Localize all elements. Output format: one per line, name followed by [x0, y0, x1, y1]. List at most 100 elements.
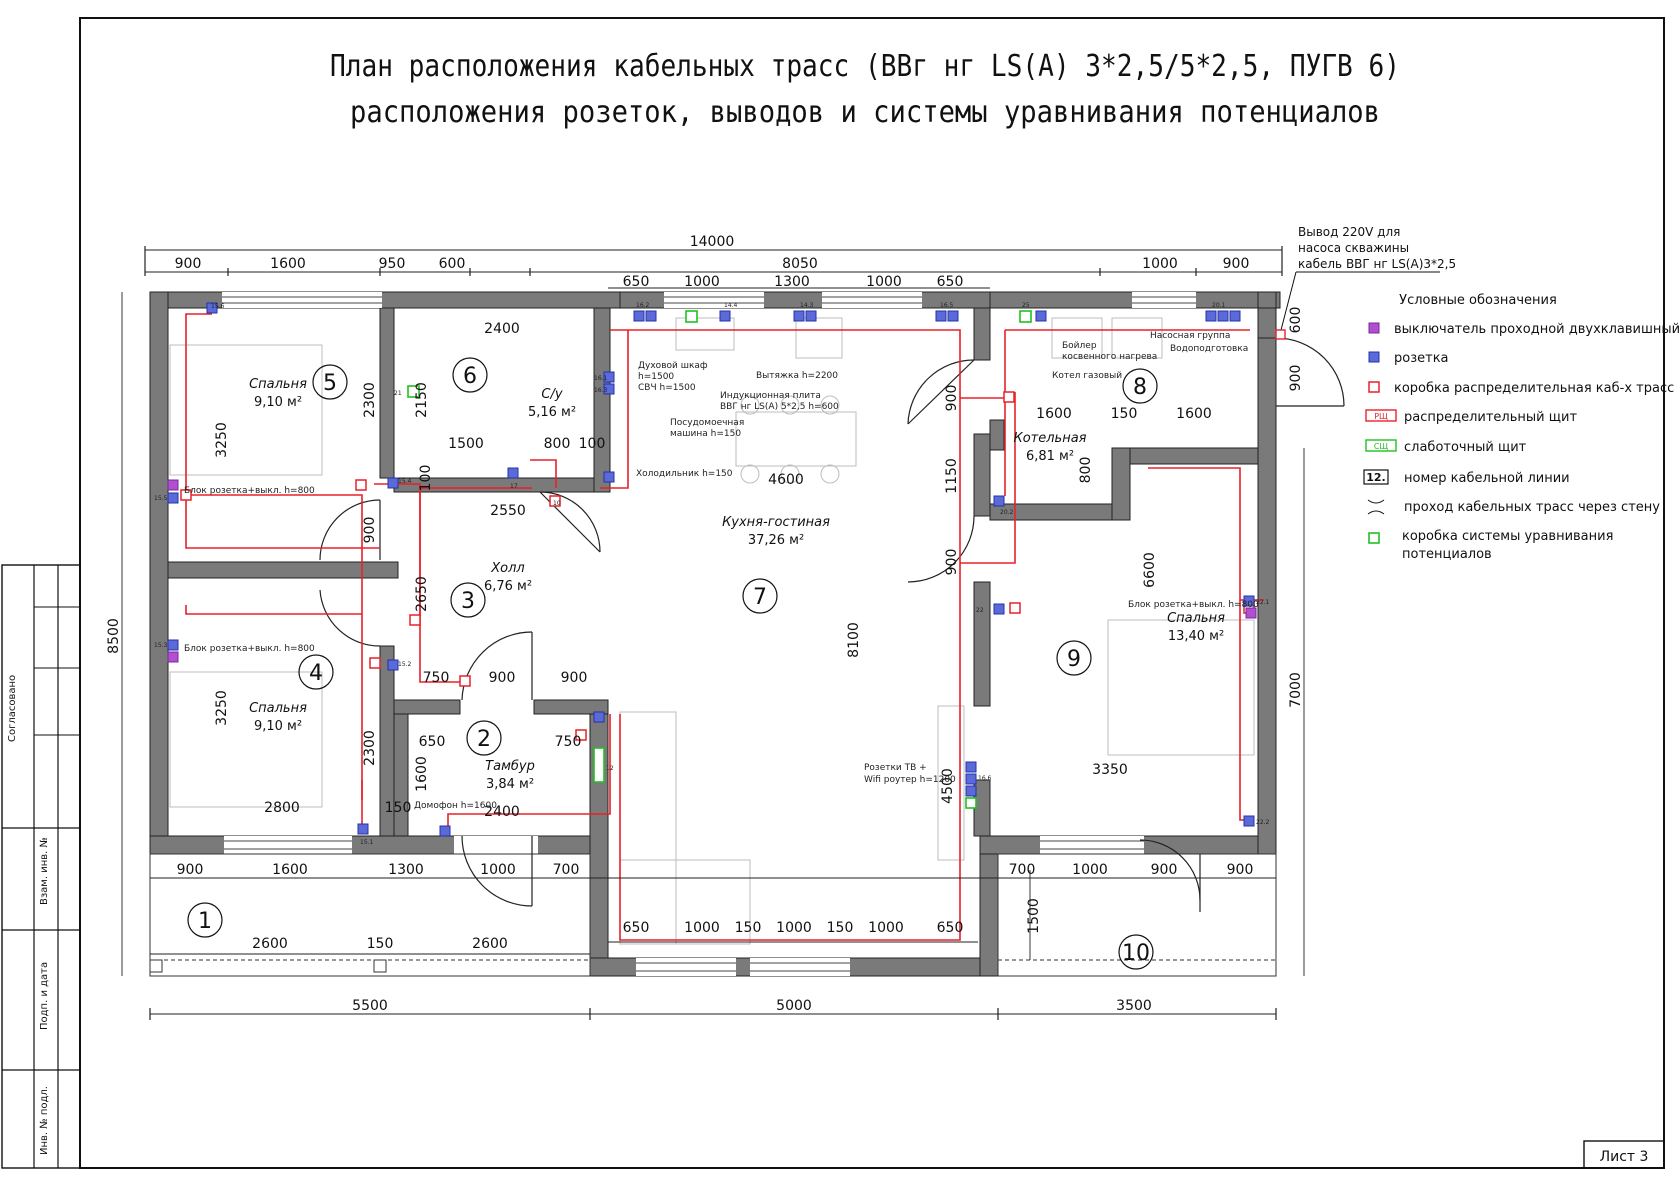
svg-text:Холодильник h=150: Холодильник h=150	[636, 469, 733, 479]
svg-text:8500: 8500	[106, 618, 122, 654]
svg-text:9,10 м²: 9,10 м²	[254, 395, 302, 410]
svg-text:слаботочный щит: слаботочный щит	[1404, 440, 1527, 455]
title-line-2: расположения розеток, выводов и системы …	[350, 95, 1380, 130]
svg-text:2600: 2600	[252, 936, 288, 952]
svg-text:ВВГ нг LS(A) 5*2,5 h=600: ВВГ нг LS(A) 5*2,5 h=600	[720, 402, 839, 412]
pump-note: Вывод 220V для насоса скважины кабель ВВ…	[1275, 225, 1456, 340]
svg-text:900: 900	[1288, 365, 1304, 392]
svg-text:8100: 8100	[846, 622, 862, 658]
svg-text:16.2: 16.2	[636, 302, 650, 309]
svg-text:950: 950	[379, 256, 406, 272]
svg-text:Блок розетка+выкл. h=800: Блок розетка+выкл. h=800	[1128, 600, 1259, 610]
svg-text:проход кабельных трасс через с: проход кабельных трасс через стену	[1404, 500, 1660, 515]
svg-text:650: 650	[419, 734, 446, 750]
svg-text:9,10 м²: 9,10 м²	[254, 719, 302, 734]
svg-text:С/у: С/у	[541, 387, 562, 402]
svg-text:кабель ВВГ нг LS(A)3*2,5: кабель ВВГ нг LS(A)3*2,5	[1298, 257, 1456, 271]
svg-text:5,16 м²: 5,16 м²	[528, 405, 576, 420]
svg-text:15.2: 15.2	[398, 661, 412, 668]
svg-text:Спальня: Спальня	[249, 701, 307, 716]
svg-text:25: 25	[1022, 302, 1030, 309]
svg-text:1000: 1000	[1072, 862, 1108, 878]
stamp-sign-date: Подп. и дата	[39, 962, 50, 1030]
svg-text:900: 900	[561, 670, 588, 686]
svg-text:3500: 3500	[1116, 998, 1152, 1014]
stamp-agreed: Согласовано	[7, 675, 18, 742]
stamp-inv-orig: Инв. № подл.	[39, 1086, 50, 1155]
title-line-1: План расположения кабельных трасс (ВВг н…	[330, 49, 1400, 84]
svg-text:16.5: 16.5	[940, 302, 954, 309]
svg-text:2650: 2650	[414, 576, 430, 612]
switches	[167, 479, 1257, 663]
svg-text:4600: 4600	[768, 472, 804, 488]
svg-text:37,26 м²: 37,26 м²	[748, 533, 804, 548]
equipotential-box-icon	[1368, 532, 1380, 544]
svg-text:номер кабельной линии: номер кабельной линии	[1404, 471, 1570, 486]
svg-text:750: 750	[555, 734, 582, 750]
svg-text:14.4: 14.4	[724, 302, 738, 309]
svg-text:5: 5	[323, 371, 337, 396]
svg-text:16.6: 16.6	[978, 775, 992, 782]
svg-text:Блок розетка+выкл. h=800: Блок розетка+выкл. h=800	[184, 486, 315, 496]
svg-text:4500: 4500	[940, 768, 956, 804]
svg-text:розетка: розетка	[1394, 351, 1449, 366]
svg-text:выключатель проходной двухклав: выключатель проходной двухклавишный	[1394, 322, 1680, 337]
svg-text:Индукционная плита: Индукционная плита	[720, 391, 821, 401]
svg-text:насоса скважины: насоса скважины	[1298, 241, 1409, 255]
svg-text:1300: 1300	[774, 274, 810, 290]
svg-text:Вывод 220V для: Вывод 220V для	[1298, 225, 1400, 239]
svg-text:17: 17	[510, 483, 518, 490]
svg-text:100: 100	[418, 465, 434, 492]
svg-text:900: 900	[1151, 862, 1178, 878]
svg-text:15.6: 15.6	[211, 303, 225, 310]
svg-text:1000: 1000	[868, 920, 904, 936]
svg-text:8050: 8050	[782, 256, 818, 272]
svg-text:4: 4	[309, 661, 323, 686]
svg-text:2800: 2800	[264, 800, 300, 816]
svg-text:150: 150	[367, 936, 394, 952]
svg-text:3,84 м²: 3,84 м²	[486, 777, 534, 792]
svg-text:1500: 1500	[448, 436, 484, 452]
svg-text:6,81 м²: 6,81 м²	[1026, 449, 1074, 464]
equipotential-boxes	[407, 310, 1032, 809]
svg-text:2600: 2600	[472, 936, 508, 952]
legend: Условные обозначения выключатель проходн…	[1363, 293, 1680, 562]
svg-text:Холл: Холл	[490, 561, 524, 576]
svg-text:Котел газовый: Котел газовый	[1052, 371, 1122, 381]
equipment-notes: Духовой шкаф h=1500 СВЧ h=1500 Посудомое…	[184, 331, 1259, 811]
svg-text:h=1500: h=1500	[638, 372, 674, 382]
terraces	[149, 853, 1277, 977]
drawing-frame	[79, 17, 1665, 1169]
svg-text:машина h=150: машина h=150	[670, 429, 741, 439]
sheet-number-box: Лист 3	[1583, 1140, 1665, 1169]
dimension-lines	[121, 249, 1305, 1015]
svg-text:Вытяжка h=2200: Вытяжка h=2200	[756, 371, 838, 381]
svg-text:Насосная группа: Насосная группа	[1150, 331, 1230, 341]
room-labels: 1 2 Тамбур 3,84 м² 3 Холл 6,76 м² 4 Спал…	[187, 357, 1225, 970]
svg-text:800: 800	[544, 436, 571, 452]
svg-text:СВЧ h=1500: СВЧ h=1500	[638, 383, 696, 393]
svg-text:1000: 1000	[776, 920, 812, 936]
svg-text:1000: 1000	[866, 274, 902, 290]
svg-text:6,76 м²: 6,76 м²	[484, 579, 532, 594]
svg-text:1000: 1000	[480, 862, 516, 878]
svg-text:750: 750	[423, 670, 450, 686]
svg-text:15.3: 15.3	[154, 642, 168, 649]
svg-text:13,40 м²: 13,40 м²	[1168, 629, 1224, 644]
svg-text:1600: 1600	[272, 862, 308, 878]
svg-text:6: 6	[463, 364, 477, 389]
svg-text:3250: 3250	[214, 690, 230, 726]
svg-text:7: 7	[753, 585, 767, 610]
stamp-inv-replace: Взам. инв. №	[39, 837, 50, 905]
svg-text:Спальня: Спальня	[1167, 611, 1225, 626]
svg-text:12.: 12.	[1366, 471, 1386, 484]
svg-text:Блок розетка+выкл. h=800: Блок розетка+выкл. h=800	[184, 644, 315, 654]
svg-text:900: 900	[944, 549, 960, 576]
svg-text:900: 900	[1227, 862, 1254, 878]
svg-text:16.3: 16.3	[594, 387, 608, 394]
sockets	[167, 302, 1255, 837]
svg-text:650: 650	[623, 274, 650, 290]
svg-text:20.2: 20.2	[1000, 509, 1014, 516]
svg-text:6600: 6600	[1142, 552, 1158, 588]
